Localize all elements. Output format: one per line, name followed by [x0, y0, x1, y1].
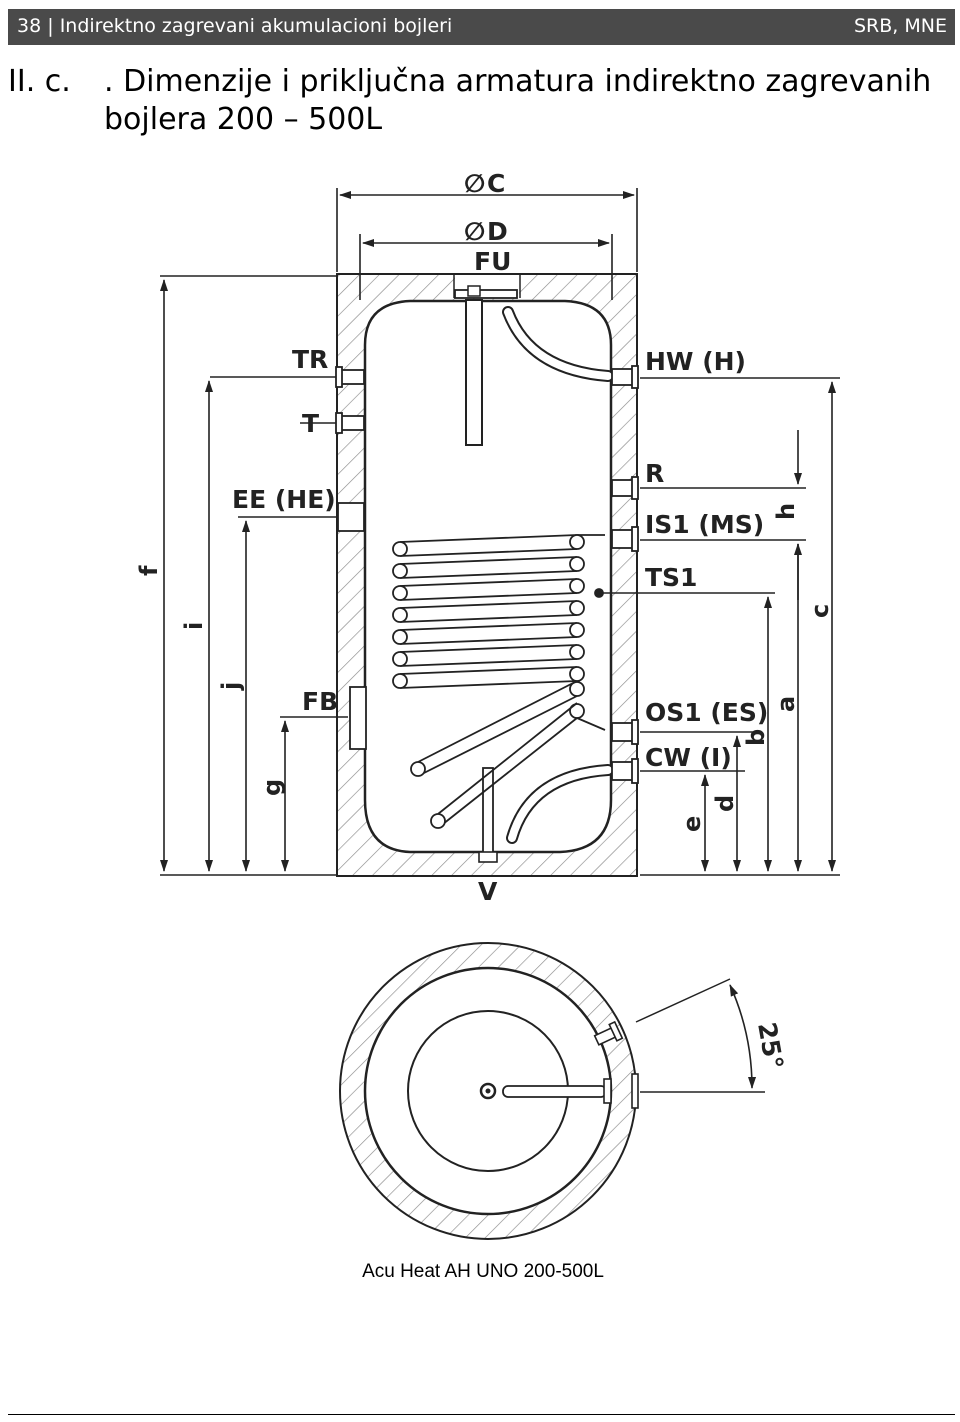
top-view	[339, 942, 765, 1240]
dim-f-label: f	[135, 565, 163, 576]
port-v-label: V	[478, 877, 498, 906]
section-title-line2: bojlera 200 – 500L	[104, 102, 383, 137]
right-leader-lines	[602, 377, 840, 876]
port-ee-label: EE (HE)	[232, 485, 336, 514]
top-port-label: FU	[474, 247, 511, 276]
dim-h-label: h	[772, 503, 800, 520]
header-left: 38 | Indirektno zagrevani akumulacioni b…	[17, 15, 452, 37]
dim-i-label: i	[180, 622, 208, 630]
dim-a-label: a	[772, 696, 800, 712]
left-vertical-dimensions	[160, 279, 289, 872]
port-hw-label: HW (H)	[645, 347, 746, 376]
port-cw-label: CW (I)	[645, 743, 732, 772]
left-leader-lines	[160, 275, 348, 876]
section-title-line1: . Dimenzije i priključna armatura indire…	[104, 64, 932, 99]
region-label: SRB, MNE	[854, 15, 947, 37]
port-is1-label: IS1 (MS)	[645, 510, 764, 539]
inner-diameter-symbol: ∅	[464, 217, 485, 246]
dim-g-label: g	[258, 779, 286, 796]
dim-e-label: e	[678, 816, 706, 832]
dim-j-label: j	[217, 682, 245, 691]
page-number: 38	[17, 15, 42, 37]
port-r-label: R	[645, 459, 664, 488]
bottom-sensor-tube	[482, 767, 494, 859]
left-nozzles	[335, 366, 367, 750]
outer-diameter-label: C	[487, 169, 505, 198]
footer-rule	[8, 1414, 955, 1415]
section-title: II. c. . Dimenzije i priključna armatura …	[8, 62, 948, 102]
port-fb-label: FB	[302, 687, 338, 716]
port-t-label: T	[302, 409, 319, 438]
tank-shell	[363, 299, 613, 854]
dim-b-label: b	[742, 729, 770, 746]
right-vertical-dimensions	[701, 381, 836, 872]
dim-d-label: d	[711, 795, 739, 812]
port-tr-label: TR	[292, 345, 328, 374]
section-number: II. c.	[8, 64, 71, 99]
anode-rod	[454, 285, 518, 446]
dim-c-label: c	[806, 604, 834, 618]
top-dimensions	[336, 188, 638, 300]
outer-diameter-symbol: ∅	[464, 169, 485, 198]
inner-diameter-label: D	[487, 217, 508, 246]
document-title: Indirektno zagrevani akumulacioni bojler…	[59, 15, 453, 37]
port-ts1-label: TS1	[645, 563, 697, 592]
angle-label: 25°	[752, 1020, 789, 1072]
figure-caption: Acu Heat AH UNO 200-500L	[362, 1261, 604, 1282]
header-separator: |	[47, 15, 54, 37]
heating-coil	[392, 534, 606, 829]
header-bar: 38 | Indirektno zagrevani akumulacioni b…	[8, 9, 955, 45]
port-os1-label: OS1 (ES)	[645, 698, 768, 727]
